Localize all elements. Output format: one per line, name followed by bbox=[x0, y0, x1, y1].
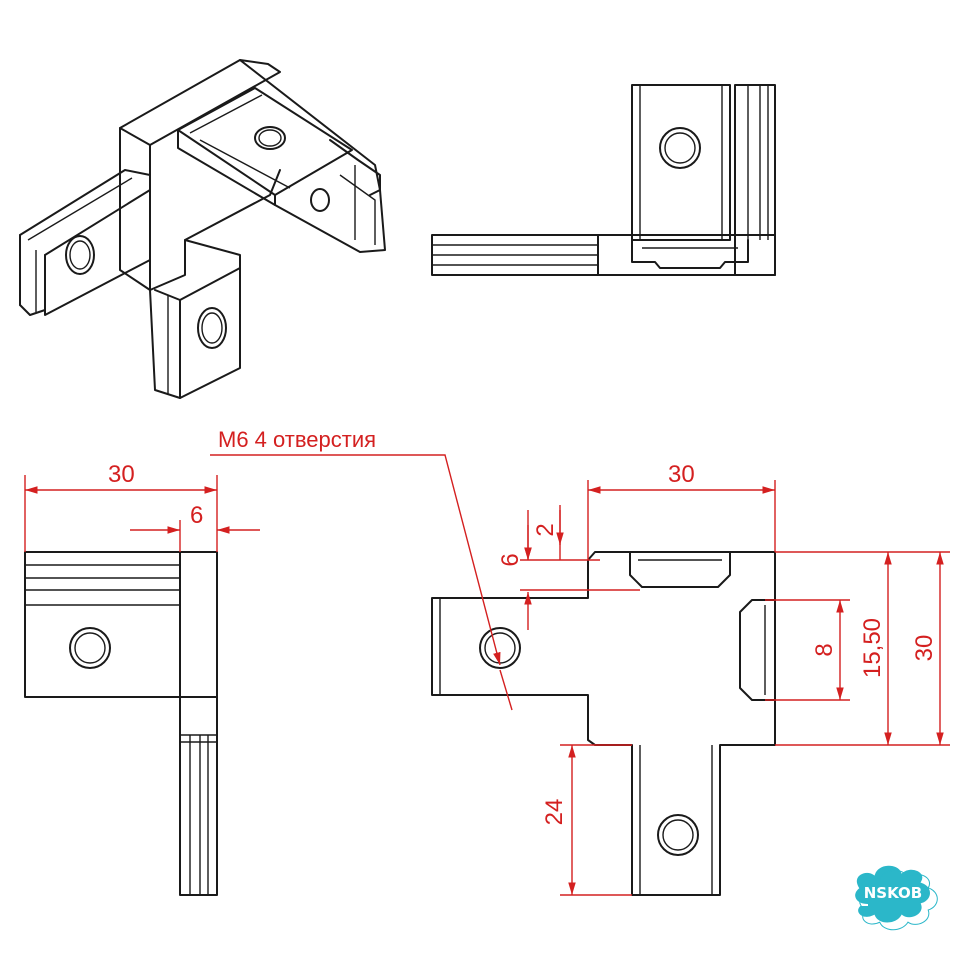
side-hole-icon bbox=[659, 127, 701, 169]
bottom-hole-icon bbox=[197, 307, 227, 349]
left-hole-icon bbox=[65, 235, 95, 275]
plan-width-label: 30 bbox=[668, 461, 695, 488]
plan-hole-left-icon bbox=[479, 627, 521, 669]
hole-note: M6 4 отверстия bbox=[218, 427, 376, 452]
front-slot-label: 6 bbox=[190, 502, 203, 529]
side-view bbox=[431, 84, 776, 276]
slot-pitch-label: 15,50 bbox=[859, 618, 886, 678]
watermark-logo: NSKOB bbox=[853, 863, 938, 931]
dimensions bbox=[24, 454, 950, 896]
plan-height-label: 30 bbox=[911, 635, 938, 662]
top-hole-icon bbox=[254, 126, 286, 150]
plan-hole-bottom-icon bbox=[657, 814, 699, 856]
isometric-view bbox=[19, 59, 386, 399]
slot-depth-label: 2 bbox=[532, 523, 559, 536]
slot-width-label: 8 bbox=[811, 643, 838, 656]
front-width-label: 30 bbox=[108, 461, 135, 488]
watermark-text: NSKOB bbox=[864, 884, 923, 902]
dimension-labels: M6 4 отверстия 30 6 30 2 6 8 15,50 30 24 bbox=[108, 427, 938, 825]
front-view bbox=[24, 551, 218, 896]
front-hole-icon bbox=[69, 627, 111, 669]
leg-length-label: 24 bbox=[541, 799, 568, 826]
slot-offset-label: 6 bbox=[497, 553, 524, 566]
